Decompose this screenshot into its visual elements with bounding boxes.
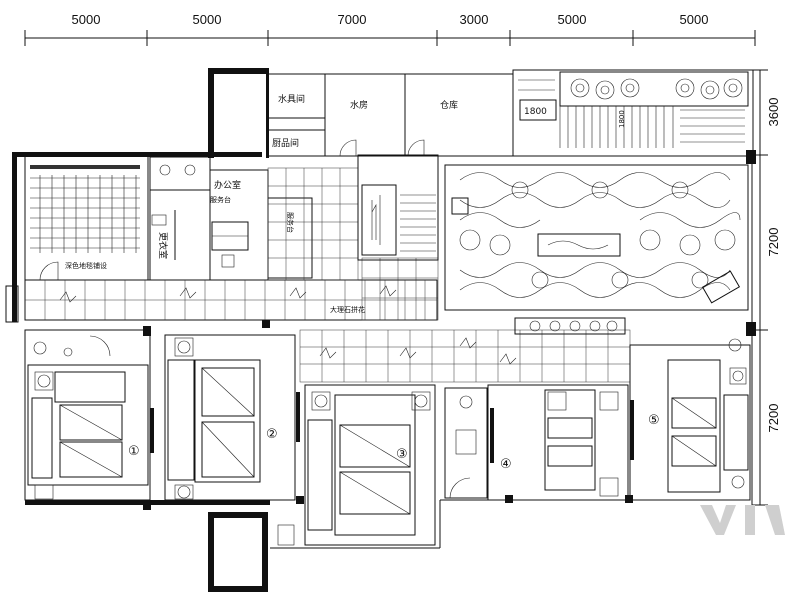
dim-top-6: 5000 (680, 12, 709, 27)
room-number-3: ③ (396, 447, 408, 462)
bed-4a (547, 417, 593, 439)
inner-dim-1800: 1800 (524, 107, 547, 117)
top-dimension-chain: 5000 5000 7000 3000 5000 5000 (24, 12, 756, 46)
bed-1b (59, 441, 123, 478)
top-utility-rooms: 水具间 水房 仓库 厨品间 (268, 74, 458, 157)
inner-dim-1800-vertical: 1800 (618, 110, 626, 128)
courtyard-lights (514, 317, 626, 335)
office-cluster: 办公室 服务台 更衣室 服务台 (149, 156, 313, 281)
dim-right-1: 3600 (766, 98, 781, 127)
seat-rows (30, 175, 140, 253)
label-storage: 仓库 (440, 99, 458, 111)
room-number-1: ① (128, 444, 140, 459)
bathroom-4a (444, 387, 488, 499)
ornamental-pattern (459, 172, 741, 298)
label-pantry: 厨品间 (272, 137, 299, 149)
top-right-garden: 1800 1800 (518, 71, 749, 148)
central-fountain (537, 233, 621, 257)
toilet-icons (151, 164, 196, 226)
bed-3a (339, 424, 411, 468)
right-stair (518, 79, 745, 148)
label-water-room: 水具间 (278, 93, 305, 105)
label-office: 办公室 (214, 179, 241, 191)
corridor-tiles: 大理石拼花 (24, 167, 631, 383)
central-staircase (357, 154, 439, 261)
guest-room-1: ① (24, 329, 154, 501)
bed-2a (201, 367, 255, 417)
courtyard (444, 164, 749, 335)
dim-top-5: 5000 (558, 12, 587, 27)
dim-top-3: 7000 (338, 12, 367, 27)
dim-right-2: 7200 (766, 228, 781, 257)
dim-right-3: 7200 (766, 404, 781, 433)
bed-5a (671, 397, 717, 429)
room-number-2: ② (266, 427, 278, 442)
planter-icons (570, 78, 743, 100)
label-corridor-note: 大理石拼花 (330, 305, 365, 314)
bed-4b (547, 445, 593, 467)
right-dimension-chain: 3600 7200 7200 (752, 69, 781, 506)
label-office-sub: 服务台 (210, 195, 231, 204)
plant-marks (59, 285, 517, 365)
dim-top-1: 5000 (72, 12, 101, 27)
room-number-4: ④ (500, 457, 512, 472)
corner-decoration (700, 505, 785, 535)
wall-pillars (143, 320, 633, 510)
label-water-house: 水房 (350, 99, 368, 111)
bed-3b (339, 471, 411, 515)
dim-top-2: 5000 (193, 12, 222, 27)
bed-1a (59, 404, 123, 441)
guest-room-4: ④ (487, 384, 629, 501)
bed-5b (671, 435, 717, 467)
label-wardrobe: 更衣室 (157, 232, 169, 259)
dim-top-4: 3000 (460, 12, 489, 27)
seating-grid (30, 165, 140, 169)
seating-room: 深色地毯铺设 (24, 157, 149, 281)
label-front-desk: 服务台 (286, 212, 295, 233)
guest-room-2: ② (164, 334, 300, 501)
guest-room-3: ③ (277, 384, 436, 546)
label-seating-note: 深色地毯铺设 (65, 261, 107, 270)
bed-2b (201, 421, 255, 478)
guest-room-5: ⑤ (629, 338, 751, 501)
room-number-5: ⑤ (648, 413, 660, 428)
